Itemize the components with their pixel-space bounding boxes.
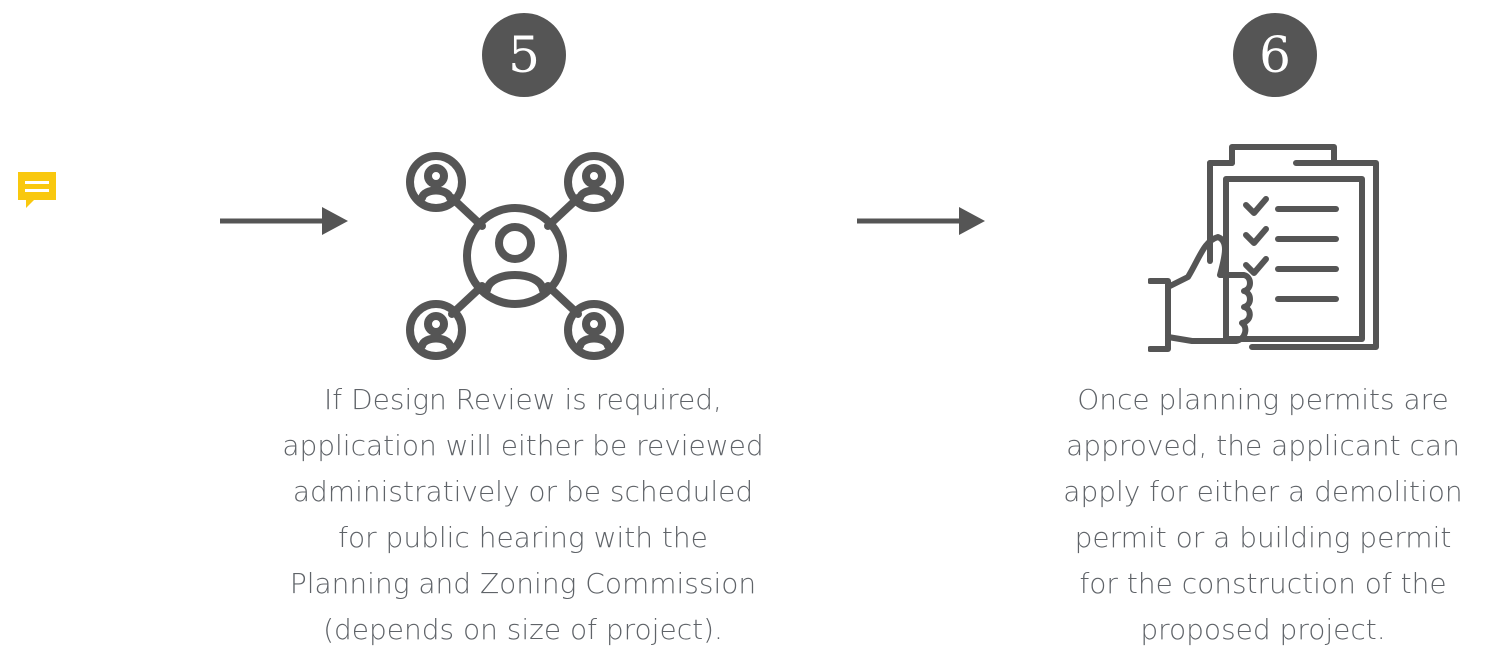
step-number-5: 5 bbox=[508, 26, 540, 84]
step-5-line: If Design Review is required, bbox=[324, 383, 722, 416]
step-6-line: Once planning permits are bbox=[1077, 383, 1449, 416]
arrow-right-icon bbox=[220, 207, 348, 235]
clipboard-checklist-thumbs-up-icon bbox=[1148, 144, 1379, 352]
step-5-line: application will either be reviewed bbox=[282, 429, 764, 462]
step-number-badge-5: 5 bbox=[482, 13, 566, 97]
step-5-line: for public hearing with the bbox=[338, 521, 708, 554]
arrow-right-icon bbox=[857, 207, 985, 235]
step-6-line: approved, the applicant can bbox=[1066, 429, 1460, 462]
people-network-icon bbox=[406, 152, 624, 360]
step-6-line: permit or a building permit bbox=[1074, 521, 1452, 554]
step-6-line: proposed project. bbox=[1140, 613, 1386, 646]
step-5-line: Planning and Zoning Commission bbox=[289, 567, 757, 600]
step-5-line: administratively or be scheduled bbox=[292, 475, 754, 508]
step-6-line: apply for either a demolition bbox=[1063, 475, 1463, 508]
step-number-6: 6 bbox=[1259, 26, 1291, 84]
step-6-line: for the construction of the bbox=[1079, 567, 1447, 600]
step-number-badge-6: 6 bbox=[1233, 13, 1317, 97]
comment-icon[interactable] bbox=[14, 168, 60, 214]
step-6-description: Once planning permits are approved, the … bbox=[1022, 377, 1504, 653]
step-5-description: If Design Review is required, applicatio… bbox=[232, 377, 814, 653]
step-5-line: (depends on size of project). bbox=[323, 613, 723, 646]
